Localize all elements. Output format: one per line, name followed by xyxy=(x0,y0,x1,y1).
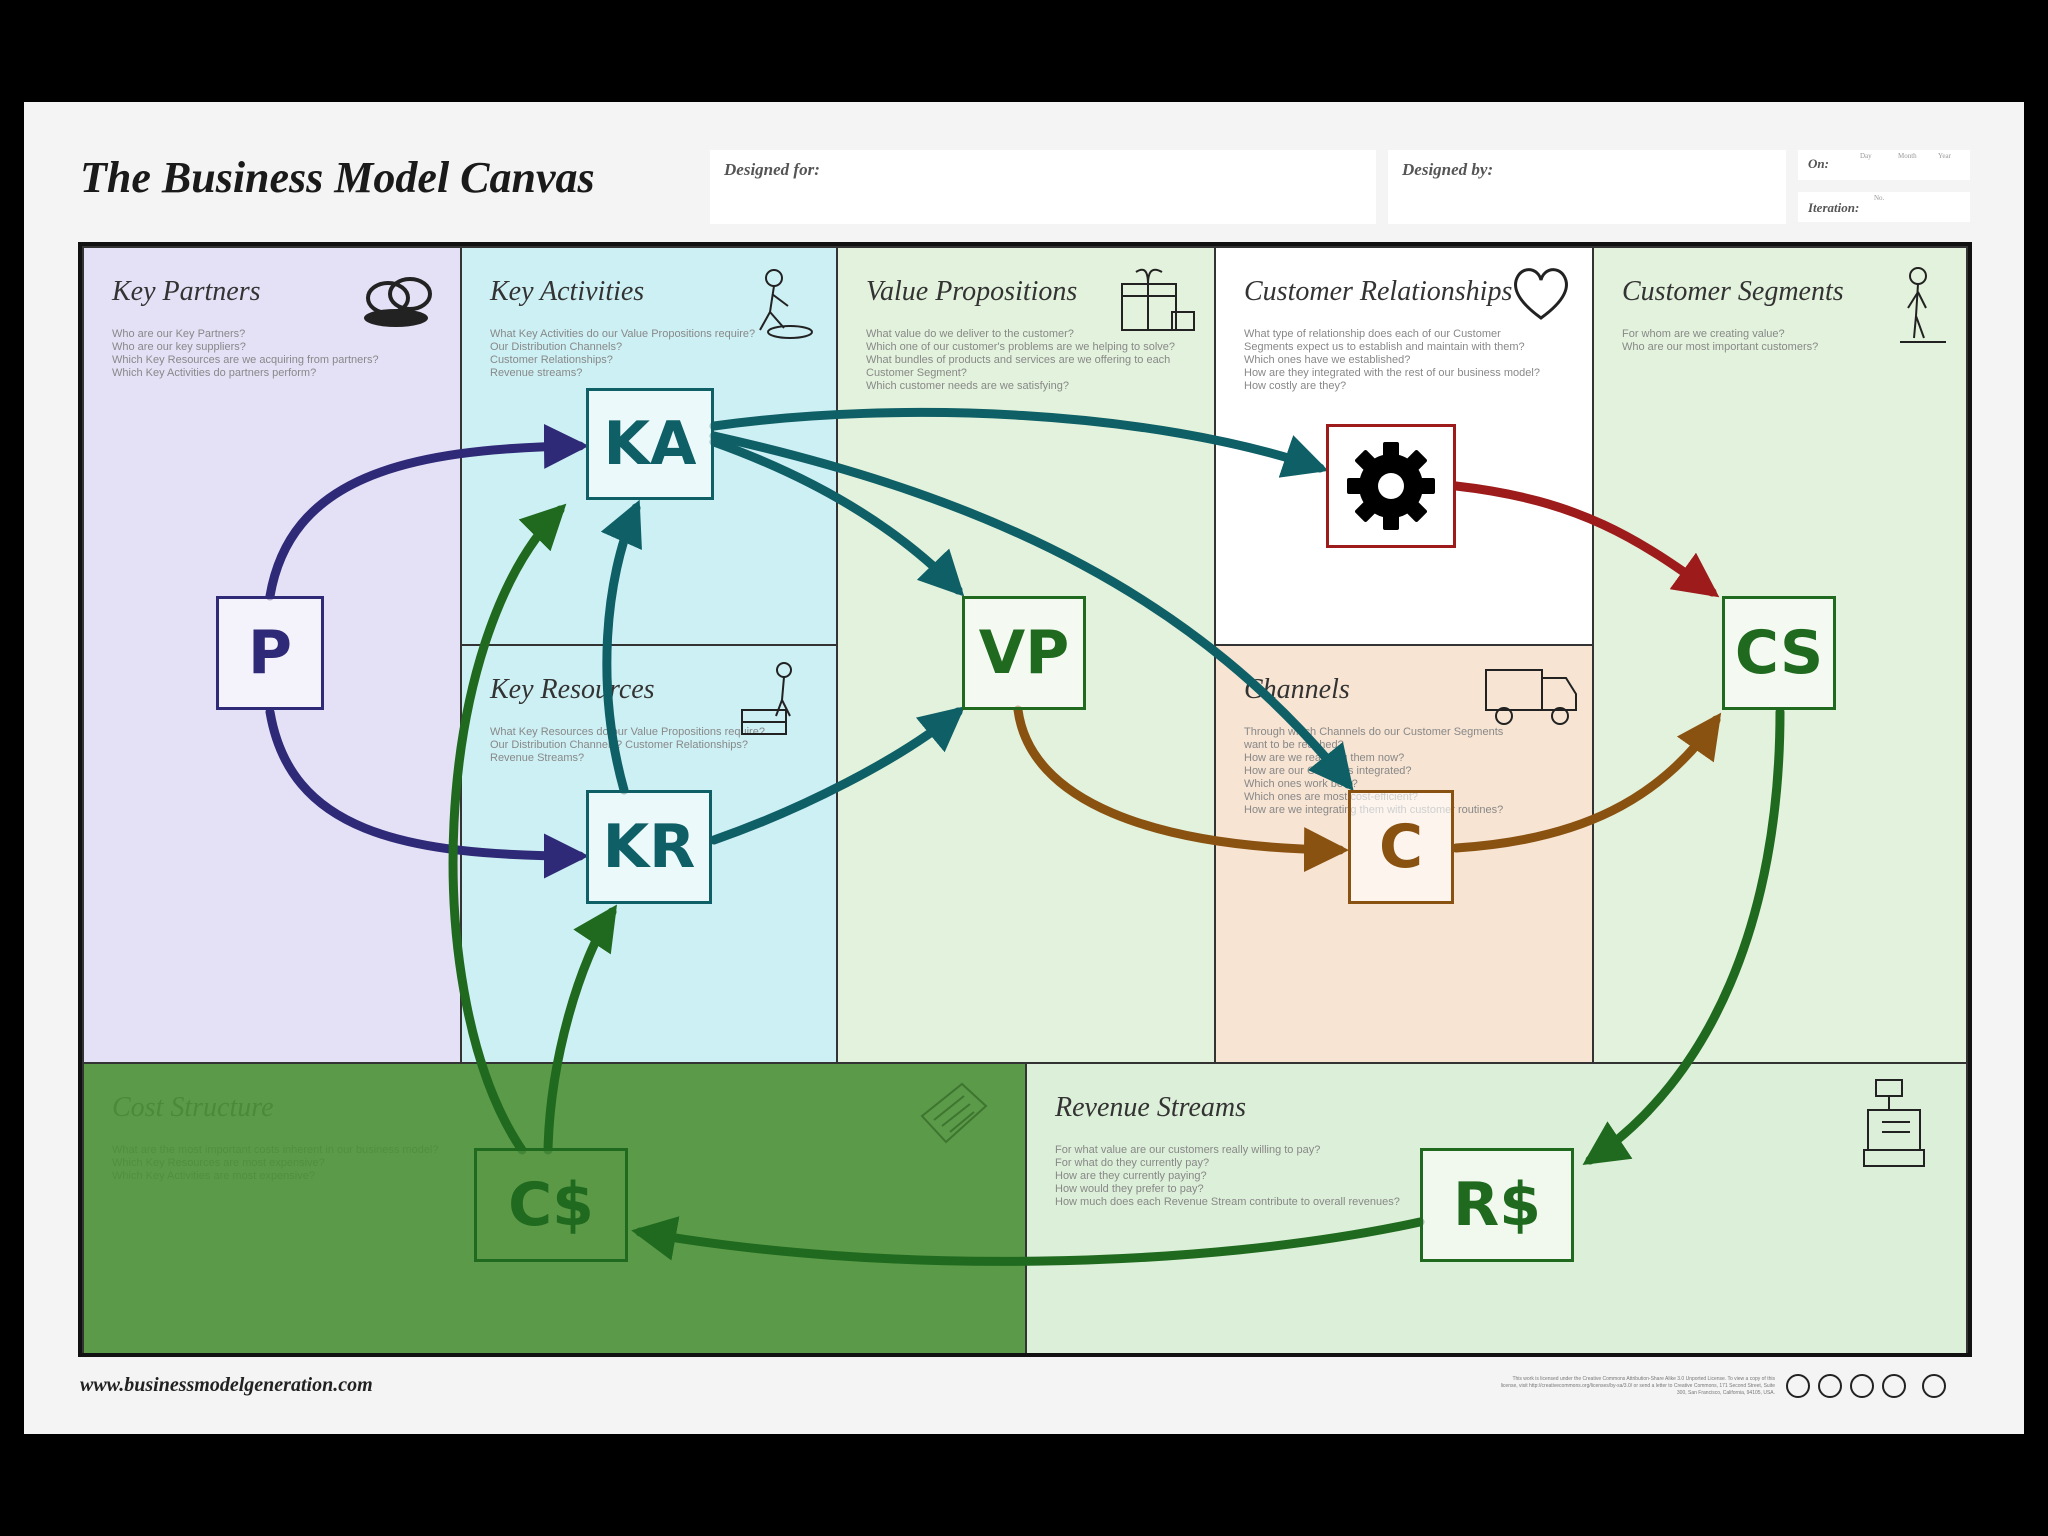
person-circle-icon xyxy=(1922,1374,1946,1398)
customer-relationships-questions: What type of relationship does each of o… xyxy=(1244,328,1540,392)
arrow-cost-to-kr xyxy=(543,904,617,1155)
cost-structure-questions: What are the most important costs inhere… xyxy=(112,1144,439,1182)
footer-url[interactable]: www.businessmodelgeneration.com xyxy=(80,1374,373,1396)
node-key-activities[interactable]: KA xyxy=(586,388,714,500)
node-value-propositions[interactable]: VP xyxy=(962,596,1086,710)
person-icon xyxy=(1900,267,1946,343)
business-model-canvas: Key Partners Who are our Key Partners? W… xyxy=(78,242,1972,1357)
designed-by-field[interactable]: Designed by: xyxy=(1388,150,1786,224)
key-activities-questions: What Key Activities do our Value Proposi… xyxy=(490,328,756,379)
value-propositions-questions: What value do we deliver to the customer… xyxy=(866,328,1176,392)
revenue-streams-questions: For what value are our customers really … xyxy=(1055,1144,1400,1208)
arrow-cs-to-rev xyxy=(1582,707,1785,1165)
heart-icon xyxy=(1514,268,1568,320)
share-icon xyxy=(1818,1374,1842,1398)
gift-icon xyxy=(1121,268,1195,331)
arrow-vp-to-c xyxy=(1013,705,1349,873)
page-title: The Business Model Canvas xyxy=(80,153,595,202)
arrow-p-to-kr xyxy=(265,707,589,879)
arrow-kr-to-vp xyxy=(709,706,965,845)
truck-icon xyxy=(1485,669,1577,725)
worker-icon xyxy=(759,269,813,339)
block-key-partners: Key Partners Who are our Key Partners? W… xyxy=(82,246,462,1064)
designed-for-label: Designed for: xyxy=(724,160,820,179)
arrow-rev-to-cost xyxy=(631,1216,1425,1266)
node-key-resources[interactable]: KR xyxy=(586,790,712,904)
iteration-field[interactable]: Iteration: No. xyxy=(1798,192,1970,222)
date-field[interactable]: On: Day Month Year xyxy=(1798,150,1970,180)
node-revenue-streams[interactable]: R$ xyxy=(1420,1148,1574,1262)
arrow-p-to-ka xyxy=(265,423,589,601)
key-partners-title: Key Partners xyxy=(112,276,261,307)
license-text: This work is licensed under the Creative… xyxy=(1500,1376,1775,1396)
node-customer-segments[interactable]: CS xyxy=(1722,596,1836,710)
revenue-streams-title: Revenue Streams xyxy=(1055,1092,1246,1123)
arrow-c-to-cs xyxy=(1451,712,1722,853)
key-resources-questions: What Key Resources do our Value Proposit… xyxy=(490,726,765,764)
cc-icon xyxy=(1786,1374,1810,1398)
on-label: On: xyxy=(1808,156,1829,171)
sharealike-icon xyxy=(1882,1374,1906,1398)
iteration-label: Iteration: xyxy=(1808,200,1860,215)
node-partners[interactable]: P xyxy=(216,596,324,710)
designed-for-field[interactable]: Designed for: xyxy=(710,150,1376,224)
links-icon xyxy=(364,277,432,327)
customer-segments-title: Customer Segments xyxy=(1622,276,1844,307)
iteration-number-label: No. xyxy=(1874,194,1885,202)
node-cost-structure[interactable]: C$ xyxy=(474,1148,628,1262)
arrow-cost-to-ka xyxy=(448,503,567,1155)
gear-icon xyxy=(1347,442,1435,530)
arrow-ka-to-vp xyxy=(709,437,965,597)
value-propositions-title: Value Propositions xyxy=(866,276,1078,307)
customer-relationships-title: Customer Relationships xyxy=(1244,276,1513,307)
month-label: Month xyxy=(1898,152,1917,160)
node-channels[interactable]: C xyxy=(1348,790,1454,904)
day-label: Day xyxy=(1860,152,1872,160)
price-tag-icon xyxy=(920,1082,988,1144)
arrow-kr-to-ka xyxy=(600,499,642,795)
arrow-cr-to-cs xyxy=(1451,481,1720,598)
key-resources-title: Key Resources xyxy=(490,674,655,705)
arrow-ka-to-cr xyxy=(709,407,1329,478)
arrow-ka-to-c xyxy=(709,431,1354,792)
key-partners-questions: Who are our Key Partners? Who are our ke… xyxy=(112,328,379,379)
cost-structure-title: Cost Structure xyxy=(112,1092,274,1123)
designed-by-label: Designed by: xyxy=(1402,160,1494,179)
customer-segments-questions: For whom are we creating value? Who are … xyxy=(1622,328,1819,353)
attribution-icon xyxy=(1850,1374,1874,1398)
forklift-icon xyxy=(741,662,792,735)
year-label: Year xyxy=(1938,152,1951,160)
node-customer-relationships[interactable] xyxy=(1326,424,1456,548)
cash-register-icon xyxy=(1863,1079,1925,1167)
key-activities-title: Key Activities xyxy=(490,276,645,307)
